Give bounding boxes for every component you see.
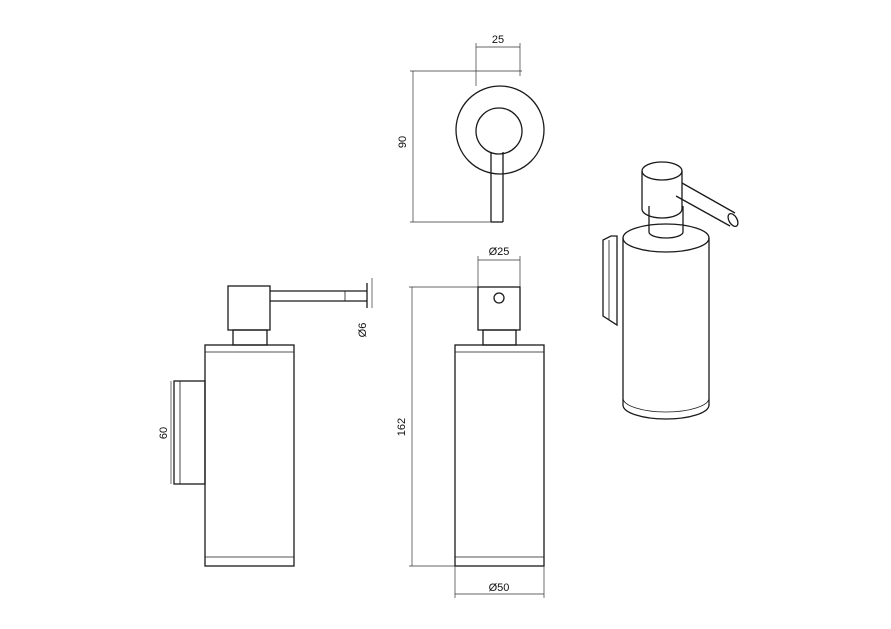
- iso-bottle-bottom-band: [622, 397, 710, 413]
- dim-top-height-label: 90: [397, 136, 409, 148]
- iso-pump-head-side: [641, 171, 683, 219]
- side-view-pump-head: [227, 285, 271, 331]
- dim-front-height-label: 162: [396, 418, 408, 436]
- side-view-bottle-body: [204, 344, 295, 567]
- dim-front-body-label: Ø50: [489, 582, 510, 594]
- front-view: Ø25 162 Ø50: [396, 246, 545, 598]
- iso-bottle-body: [622, 238, 710, 420]
- side-view: Ø6 60: [158, 278, 373, 567]
- front-view-neck: [482, 329, 517, 346]
- dim-top-width-label: 25: [492, 34, 504, 46]
- front-view-spout-hole: [493, 292, 505, 304]
- iso-pump-head-top: [641, 161, 683, 181]
- front-view-bottle-body: [454, 344, 545, 567]
- iso-neck: [648, 206, 684, 239]
- iso-wall-bracket: [602, 235, 618, 327]
- side-view-neck: [232, 329, 268, 346]
- dim-side-stem-label: Ø6: [357, 323, 369, 338]
- top-view-pump-head: [475, 107, 523, 155]
- top-view-wall-plate: [455, 85, 545, 175]
- iso-bottle-top: [622, 223, 710, 253]
- dim-bracket-label: 60: [158, 427, 170, 439]
- side-view-wall-bracket: [173, 380, 206, 485]
- top-view: 25 90: [397, 34, 545, 223]
- iso-spout: [675, 182, 736, 227]
- dim-front-head-label: Ø25: [489, 246, 510, 258]
- isometric-view: [602, 161, 739, 420]
- iso-spout-tip: [727, 212, 739, 228]
